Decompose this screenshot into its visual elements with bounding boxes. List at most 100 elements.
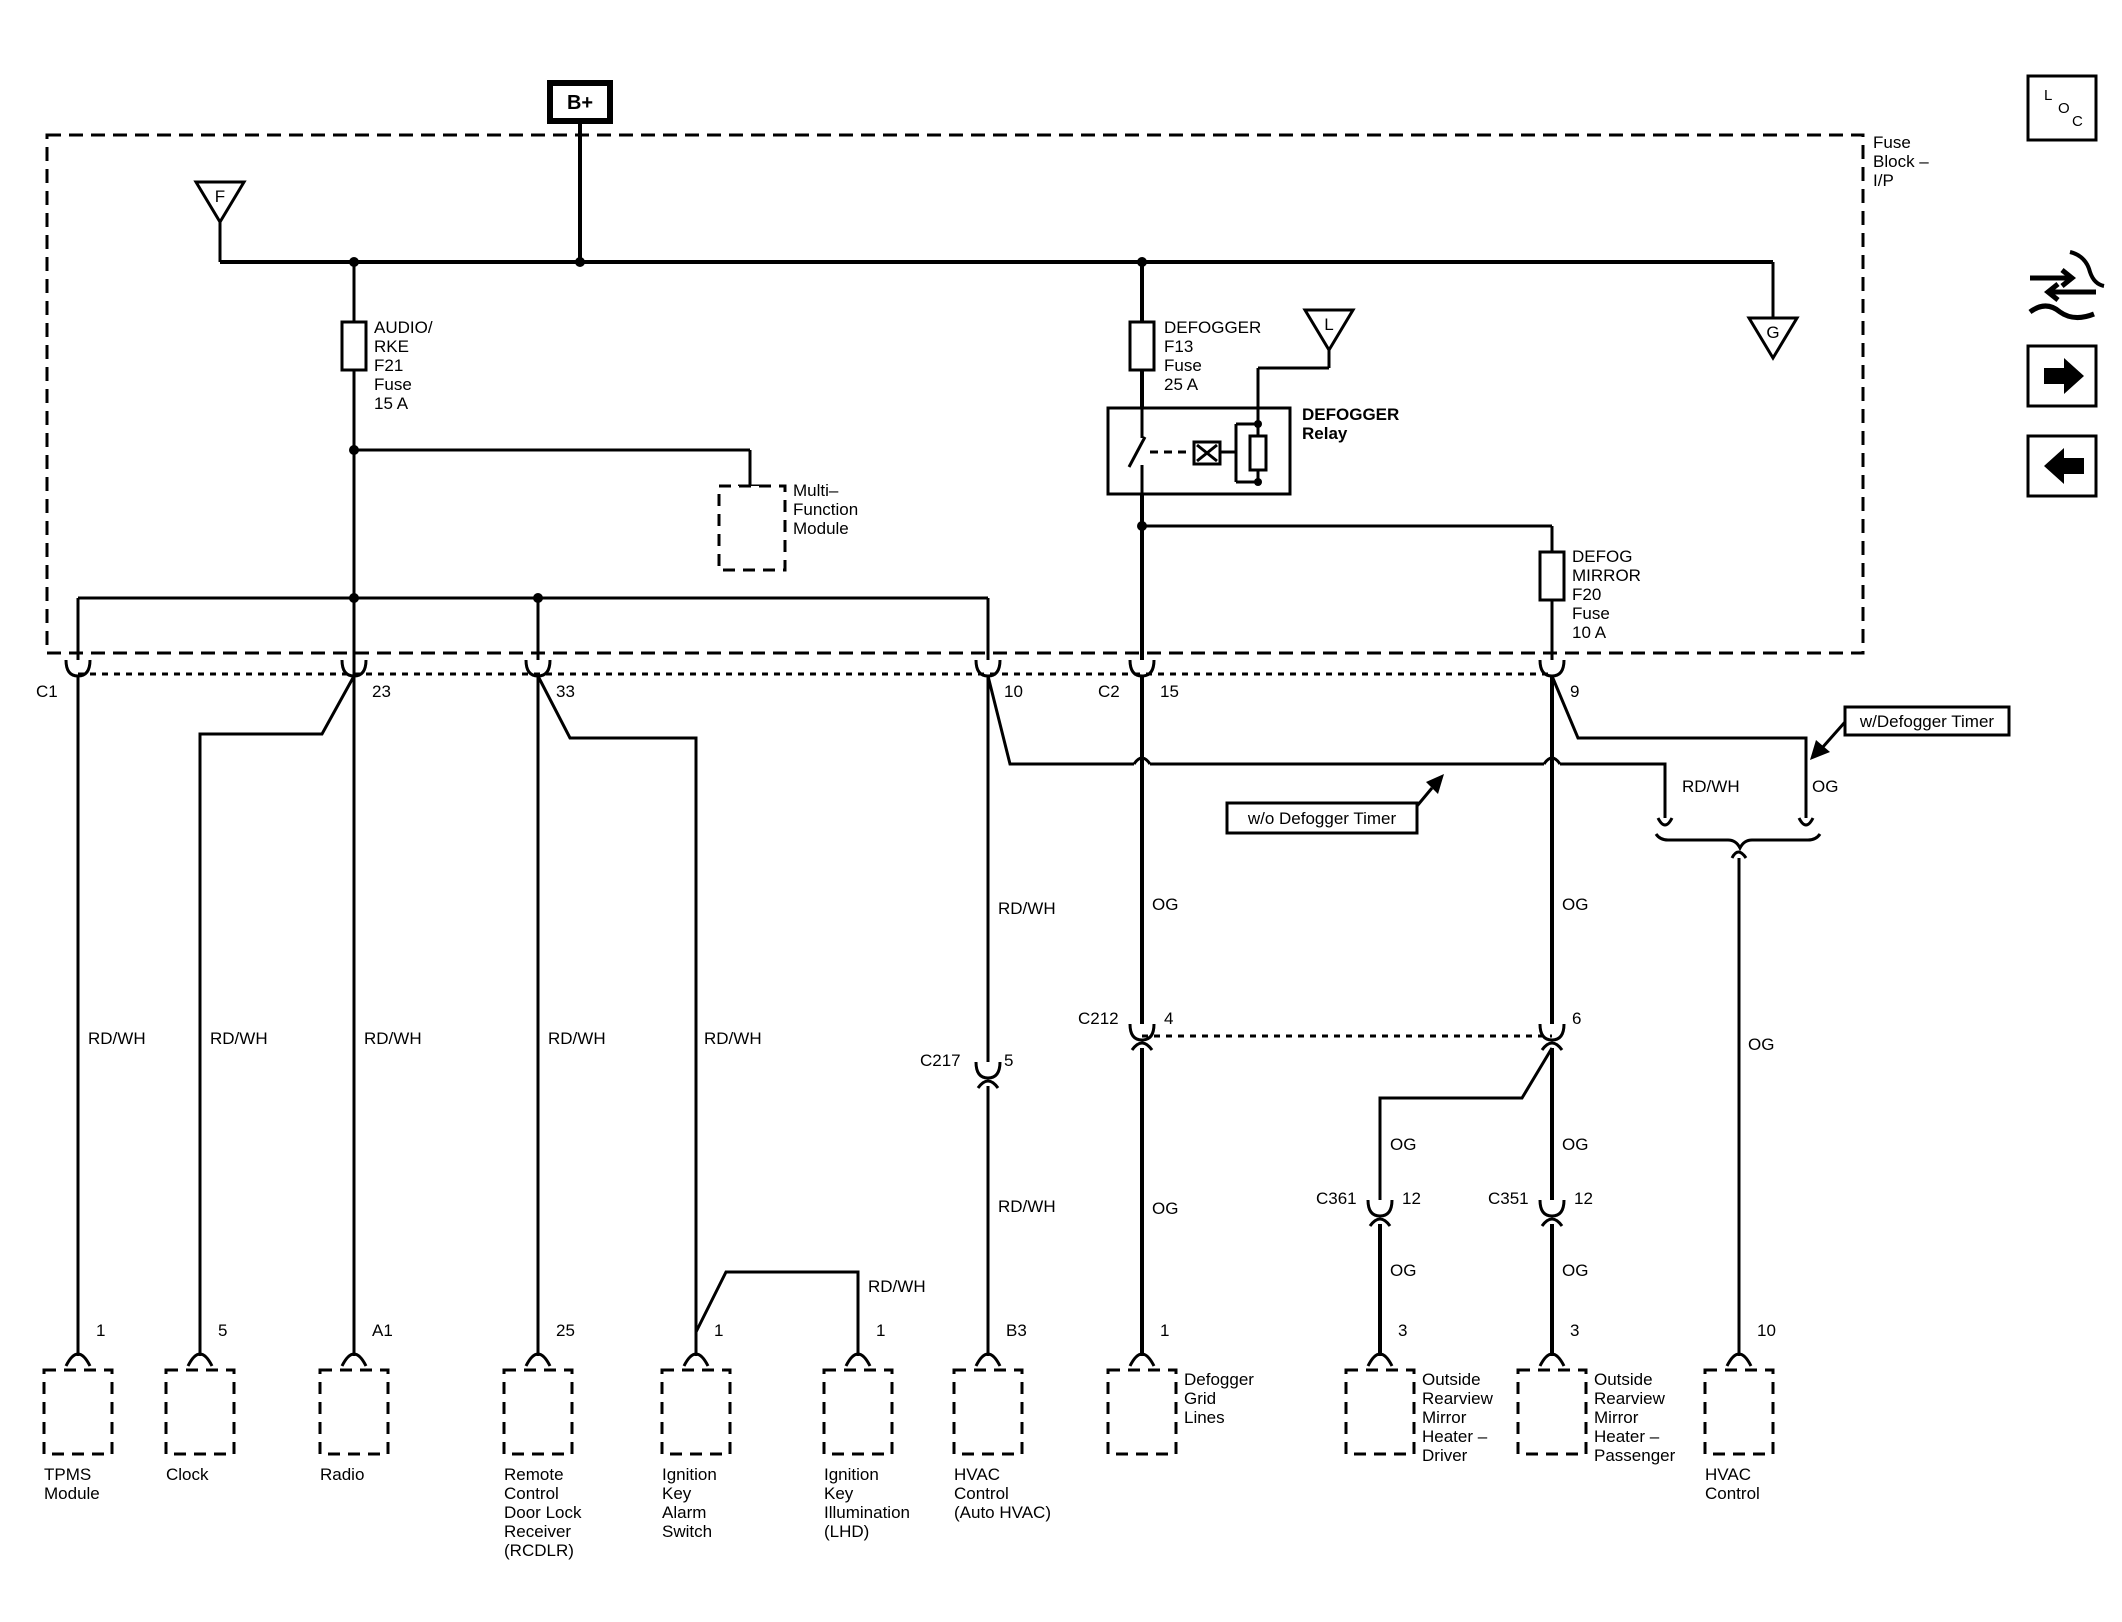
svg-text:DEFOG: DEFOG <box>1572 547 1632 566</box>
wire-radio-color: RD/WH <box>364 1029 422 1048</box>
pin-illumination: 1 <box>876 1321 885 1340</box>
svg-text:Fuse: Fuse <box>1873 133 1911 152</box>
svg-text:Control: Control <box>504 1484 559 1503</box>
connector-c351-label: C351 <box>1488 1189 1529 1208</box>
mirror-heater-driver <box>1344 1368 1416 1456</box>
callout-with-defogger-timer: w/Defogger Timer <box>1810 705 2011 760</box>
svg-text:Outside: Outside <box>1594 1370 1653 1389</box>
svg-text:(Auto HVAC): (Auto HVAC) <box>954 1503 1051 1522</box>
ignition-key-alarm-switch <box>660 1368 732 1456</box>
svg-text:Control: Control <box>1705 1484 1760 1503</box>
pin-radio: A1 <box>372 1321 393 1340</box>
wire-mirror-driver-color-upper: OG <box>1390 1135 1416 1154</box>
fuse-f13-label: DEFOGGER F13 Fuse 25 A <box>1164 318 1261 394</box>
mirror-driver-label: Outside Rearview Mirror Heater – Driver <box>1422 1370 1494 1465</box>
svg-text:G: G <box>1766 323 1779 342</box>
svg-text:RKE: RKE <box>374 337 409 356</box>
connector-c217 <box>974 1061 1002 1089</box>
svg-text:Relay: Relay <box>1302 424 1348 443</box>
hvac-label: HVAC Control <box>1705 1465 1760 1503</box>
svg-text:L: L <box>2044 87 2052 104</box>
wire-hvac-auto-color-upper: RD/WH <box>998 899 1056 918</box>
component-terminals <box>64 1352 1753 1367</box>
svg-text:Mirror: Mirror <box>1594 1408 1639 1427</box>
svg-text:Grid: Grid <box>1184 1389 1216 1408</box>
alarm-switch-label: Ignition Key Alarm Switch <box>662 1465 717 1541</box>
pin-15: 15 <box>1160 682 1179 701</box>
svg-text:Key: Key <box>662 1484 692 1503</box>
wire-mirror-passenger-color-upper: OG <box>1562 1135 1588 1154</box>
svg-text:Remote: Remote <box>504 1465 564 1484</box>
svg-text:Module: Module <box>793 519 849 538</box>
multi-function-module <box>717 484 787 572</box>
next-page-arrow-icon[interactable] <box>2026 344 2098 408</box>
multi-function-module-label: Multi– Function Module <box>793 481 858 538</box>
fuse-block-label: Fuse Block – I/P <box>1873 133 1929 190</box>
fuse-f21-label: AUDIO/ RKE F21 Fuse 15 A <box>374 318 433 413</box>
pin-clock: 5 <box>218 1321 227 1340</box>
svg-text:Heater –: Heater – <box>1422 1427 1488 1446</box>
pin-5: 5 <box>1004 1051 1013 1070</box>
svg-text:F20: F20 <box>1572 585 1601 604</box>
svg-text:L: L <box>1324 315 1333 334</box>
svg-text:MIRROR: MIRROR <box>1572 566 1641 585</box>
svg-text:Heater –: Heater – <box>1594 1427 1660 1446</box>
pin-9: 9 <box>1570 682 1579 701</box>
radio-label: Radio <box>320 1465 364 1484</box>
wire-timer-og-color: OG <box>1812 777 1838 796</box>
pin-mirror-passenger: 3 <box>1570 1321 1579 1340</box>
svg-text:F21: F21 <box>374 356 403 375</box>
wire-rcdlr-color: RD/WH <box>548 1029 606 1048</box>
wire-illumination-color: RD/WH <box>868 1277 926 1296</box>
hvac-auto-label: HVAC Control (Auto HVAC) <box>954 1465 1051 1522</box>
pin-grid: 1 <box>1160 1321 1169 1340</box>
tpms-module <box>42 1368 114 1456</box>
svg-text:Illumination: Illumination <box>824 1503 910 1522</box>
svg-text:(RCDLR): (RCDLR) <box>504 1541 574 1560</box>
svg-text:Fuse: Fuse <box>1164 356 1202 375</box>
svg-text:Radio: Radio <box>320 1465 364 1484</box>
svg-text:25 A: 25 A <box>1164 375 1199 394</box>
location-view-icon[interactable]: L O C <box>2026 74 2098 142</box>
mirror-passenger-label: Outside Rearview Mirror Heater – Passeng… <box>1594 1370 1676 1465</box>
connector-c212-pins <box>1128 1023 1566 1051</box>
svg-text:(LHD): (LHD) <box>824 1522 869 1541</box>
illumination-label: Ignition Key Illumination (LHD) <box>824 1465 910 1541</box>
svg-text:DEFOGGER: DEFOGGER <box>1164 318 1261 337</box>
svg-text:I/P: I/P <box>1873 171 1894 190</box>
wire-clock-color: RD/WH <box>210 1029 268 1048</box>
pin-alarm: 1 <box>714 1321 723 1340</box>
connector-c2-label: C2 <box>1098 682 1120 701</box>
defogger-grid-lines <box>1106 1368 1178 1456</box>
svg-text:Function: Function <box>793 500 858 519</box>
connector-c361-label: C361 <box>1316 1189 1357 1208</box>
hvac-control-auto <box>952 1368 1024 1456</box>
connector-c351 <box>1538 1199 1566 1227</box>
wire-mirror-passenger-color-lower: OG <box>1562 1261 1588 1280</box>
pin-33: 33 <box>556 682 575 701</box>
fuse-f20-label: DEFOG MIRROR F20 Fuse 10 A <box>1572 547 1641 642</box>
connector-c361 <box>1366 1199 1394 1227</box>
svg-text:Switch: Switch <box>662 1522 712 1541</box>
svg-text:TPMS: TPMS <box>44 1465 91 1484</box>
flag-f: F <box>193 180 247 225</box>
svg-text:10 A: 10 A <box>1572 623 1607 642</box>
svg-text:Fuse: Fuse <box>374 375 412 394</box>
svg-text:Mirror: Mirror <box>1422 1408 1467 1427</box>
pin-6: 6 <box>1572 1009 1581 1028</box>
wire-defogger-og-color-lower: OG <box>1152 1199 1178 1218</box>
pin-12-c361: 12 <box>1402 1189 1421 1208</box>
svg-text:Block –: Block – <box>1873 152 1929 171</box>
svg-text:Fuse: Fuse <box>1572 604 1610 623</box>
clock-label: Clock <box>166 1465 209 1484</box>
svg-text:w/o Defogger Timer: w/o Defogger Timer <box>1247 809 1397 828</box>
pin-tpms: 1 <box>96 1321 105 1340</box>
svg-text:Lines: Lines <box>1184 1408 1225 1427</box>
pin-hvac-auto: B3 <box>1006 1321 1027 1340</box>
connector-view-icon[interactable] <box>2028 250 2105 320</box>
wire-timer-rdwh-color: RD/WH <box>1682 777 1740 796</box>
previous-page-arrow-icon[interactable] <box>2026 434 2098 498</box>
pin-12-c351: 12 <box>1574 1189 1593 1208</box>
fuse-f20 <box>1538 550 1566 602</box>
